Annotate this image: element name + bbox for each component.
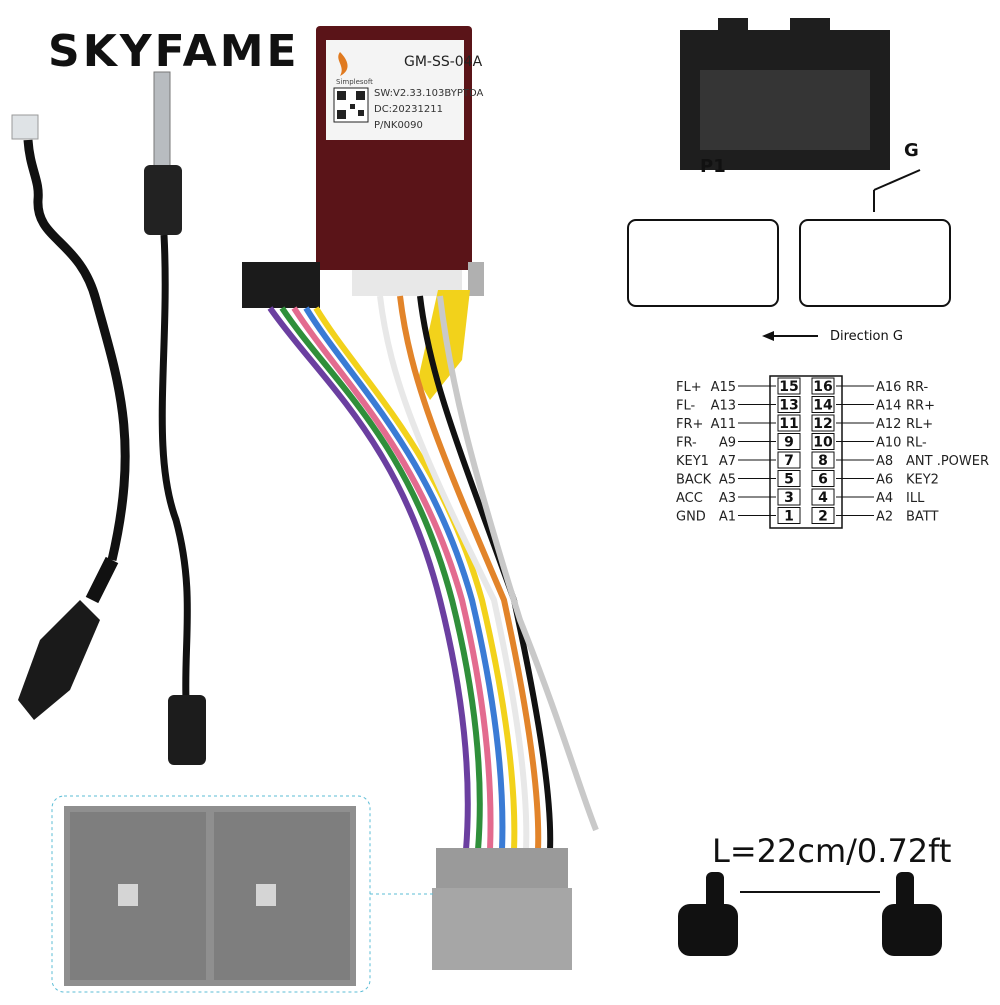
pin-right-code: A8 (876, 454, 893, 469)
pin-cell (811, 433, 835, 450)
pin-number: 14 (813, 398, 833, 414)
pin-cell (811, 377, 835, 395)
pin-left-name: FR+ (676, 417, 703, 432)
pin-left-name: GND (676, 510, 706, 525)
pin-left-name: KEY1 (676, 454, 709, 469)
pin-cell (777, 414, 801, 432)
antenna-cable (144, 71, 206, 765)
pin-cell (811, 470, 835, 487)
pin-number: 16 (813, 379, 832, 395)
pin-left-name: FL- (676, 399, 695, 414)
pin-right-code: A2 (876, 510, 893, 525)
rca-video-plug (418, 262, 484, 400)
wire-bundle (267, 295, 599, 851)
pin-right-name: RR- (906, 380, 929, 395)
pin-number: 2 (818, 509, 828, 525)
pin-left-code: A5 (719, 473, 736, 488)
qr-code-icon (333, 87, 369, 123)
pin-number: 3 (784, 490, 794, 506)
pin-left-code: A11 (711, 417, 736, 432)
pin-right-code: A6 (876, 473, 893, 488)
module-sw: SW:V2.33.103BYPTDA (374, 88, 483, 99)
logo-flame-icon (338, 52, 348, 76)
usb-cable (11, 114, 130, 720)
pin-number: 10 (813, 435, 833, 451)
pin-left-code: A15 (711, 380, 736, 395)
pin-right-name: ANT .POWER (906, 454, 989, 469)
pin-number: 5 (784, 472, 794, 488)
module-pn: P/NK0090 (374, 120, 423, 131)
pin-cell (777, 507, 801, 524)
p1-label: P1 (700, 156, 726, 177)
length-indicator (678, 872, 942, 956)
pin-left-name: ACC (676, 491, 703, 506)
direction-label: Direction G (830, 329, 903, 344)
pin-right-code: A12 (876, 417, 901, 432)
pin-left-code: A7 (719, 454, 736, 469)
module-model: GM-SS-04A (404, 54, 483, 70)
pin-number: 1 (784, 509, 794, 525)
car-side-connector (432, 848, 572, 970)
module-dc: DC:20231211 (374, 104, 443, 115)
pin-number: 8 (818, 453, 828, 469)
g-label: G (904, 140, 919, 161)
pin-left-code: A1 (719, 510, 736, 525)
pin-number: 7 (784, 453, 794, 469)
pin-left-code: A13 (711, 399, 736, 414)
pin-cell (777, 451, 801, 469)
pin-cell (811, 396, 835, 413)
pin-cell (811, 507, 835, 524)
pin-cell (777, 488, 801, 506)
pin-number: 15 (779, 379, 798, 395)
pin-number: 6 (818, 472, 828, 488)
pin-cell (777, 396, 801, 413)
connector-closeup-callout (51, 795, 434, 993)
pin-right-code: A14 (876, 399, 901, 414)
pin-right-code: A10 (876, 436, 901, 451)
pin-left-name: FL+ (676, 380, 702, 395)
pin-right-name: BATT (906, 510, 939, 525)
pin-number: 4 (818, 490, 828, 506)
pin-number: 12 (813, 416, 832, 432)
pin-number: 13 (779, 398, 798, 414)
brand-logo: SKYFAME (48, 26, 300, 77)
canbus-module: GM-SS-04A Simplesoft SW:V2.33.103BYPTDA … (316, 26, 483, 296)
pin-cell (811, 488, 835, 506)
pointing-hand-icon (882, 872, 942, 956)
pin-cell (811, 414, 835, 432)
pin-left-code: A9 (719, 436, 736, 451)
pin-left-name: FR- (676, 436, 697, 451)
cable-length-label: L=22cm/0.72ft (712, 832, 952, 870)
pin-right-code: A4 (876, 491, 893, 506)
pin-right-name: RR+ (906, 399, 935, 414)
pin-cell (777, 377, 801, 395)
pin-right-code: A16 (876, 380, 901, 395)
pin-right-name: ILL (906, 491, 925, 506)
pin-number: 9 (784, 435, 794, 451)
pin-right-name: RL- (906, 436, 927, 451)
pin-left-code: A3 (719, 491, 736, 506)
pin-right-name: KEY2 (906, 473, 939, 488)
pin-cell (777, 470, 801, 487)
harness-16pin-connector (242, 262, 320, 308)
pin-number: 11 (779, 416, 798, 432)
pin-right-name: RL+ (906, 417, 933, 432)
pin-cell (811, 451, 835, 469)
connector-drawings: P1 G Direction G (627, 18, 951, 344)
pin-left-name: BACK (676, 473, 712, 488)
module-maker: Simplesoft (336, 78, 373, 86)
pin-cell (777, 433, 801, 450)
pointing-hand-icon (678, 872, 738, 956)
arrow-left-icon (762, 331, 818, 341)
